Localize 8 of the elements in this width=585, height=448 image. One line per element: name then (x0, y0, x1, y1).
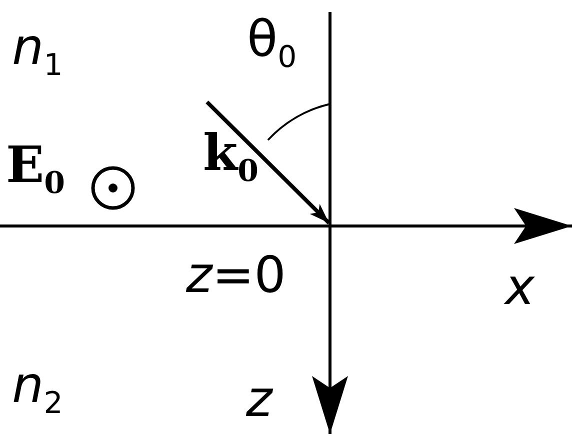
axis-label: x (505, 262, 535, 312)
wave-vector-label: k$_{0}$ (203, 128, 259, 187)
medium-label: n$_{1}$ (12, 22, 63, 81)
axis-label: z (246, 374, 272, 424)
interface-label: z=0 (186, 250, 286, 300)
angle-label: θ$_{0}$ (247, 14, 297, 73)
medium-label: n$_{2}$ (12, 360, 63, 419)
field-label: E$_{0}$ (6, 140, 65, 199)
